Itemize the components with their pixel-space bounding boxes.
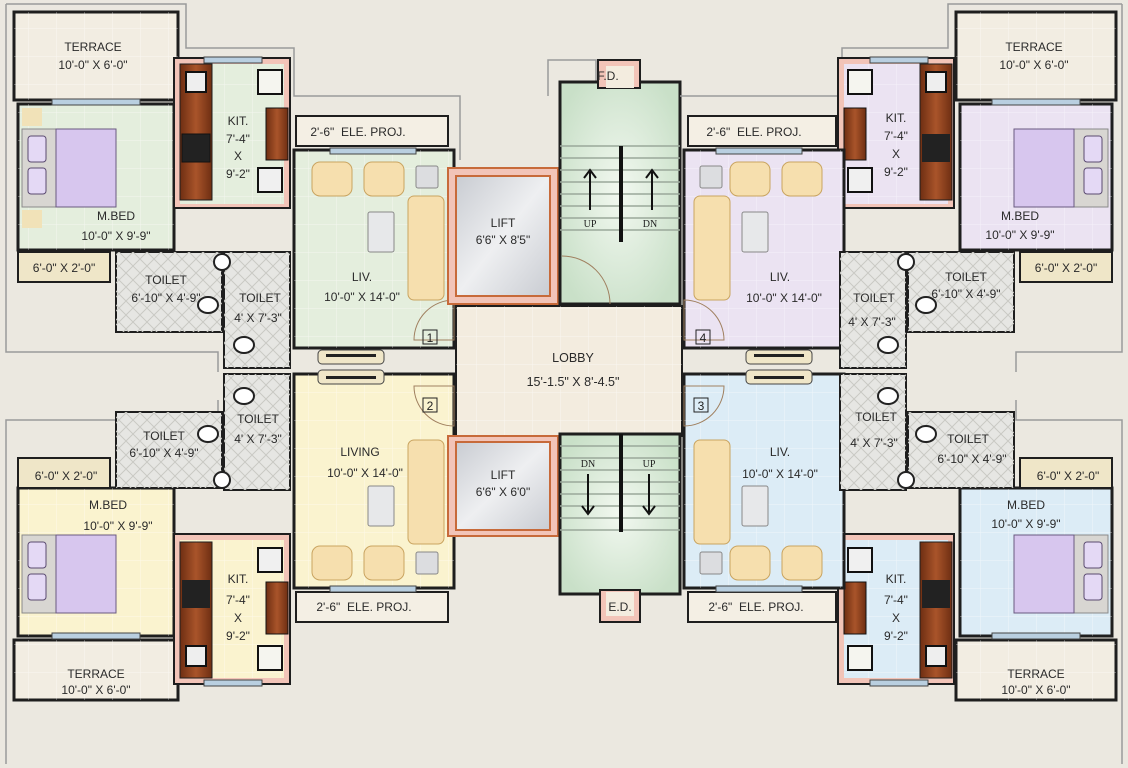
flat-2-living-dims: 10'-0" X 14'-0" <box>327 466 403 480</box>
electric-duct-label: E.D. <box>608 600 631 614</box>
flat-3-toilet-a-label: TOILET <box>947 432 989 446</box>
flat-4-balcony: 6'-0" X 2'-0" <box>1035 261 1097 275</box>
flat-4-toilet-b-dims: 4' X 7'-3" <box>848 315 896 329</box>
flat-4-number: 4 <box>700 331 707 345</box>
flat-2-terrace-dims: 10'-0" X 6'-0" <box>61 683 130 697</box>
lobby-label: LOBBY <box>552 351 594 365</box>
flat-1-balcony: 6'-0" X 2'-0" <box>33 261 95 275</box>
flat-4-toilet-a-label: TOILET <box>945 270 987 284</box>
flat-1-bedroom-dims: 10'-0" X 9'-9" <box>81 229 150 243</box>
lift-top-label: LIFT <box>491 216 516 230</box>
flat-2-number-box <box>422 397 438 413</box>
lift-top-dims: 6'6" X 8'5" <box>476 233 530 247</box>
flat-3-kitchen-x: X <box>892 611 900 625</box>
flat-4-toilet-a-dims: 6'-10" X 4'-9" <box>931 287 1000 301</box>
flat-3-living-label: LIV. <box>770 445 790 459</box>
flat-4-kitchen-w: 7'-4" <box>884 129 908 143</box>
flat-4-living-label: LIV. <box>770 270 790 284</box>
flat-4-terrace-label: TERRACE <box>1005 40 1062 54</box>
flat-3-bedroom-dims: 10'-0" X 9'-9" <box>991 517 1060 531</box>
flat-3-terrace-dims: 10'-0" X 6'-0" <box>1001 683 1070 697</box>
flat-2 <box>5 369 456 764</box>
flat-1-kitchen-label: KIT. <box>228 114 249 128</box>
flat-3 <box>682 369 1123 764</box>
stair-bottom-up: UP <box>643 459 656 470</box>
flat-4-bedroom-label: M.BED <box>1001 209 1039 223</box>
stair-top-dn: DN <box>643 219 657 230</box>
flat-1-kitchen-w: 7'-4" <box>226 132 250 146</box>
flat-4-kitchen-x: X <box>892 147 900 161</box>
flat-3-kitchen-label: KIT. <box>886 572 907 586</box>
flat-2-toilet-a-label: TOILET <box>143 429 185 443</box>
flat-2-bedroom-label: M.BED <box>89 498 127 512</box>
lift-bottom-label: LIFT <box>491 468 516 482</box>
flat-2-living-label: LIVING <box>340 445 379 459</box>
flat-3-kitchen-h: 9'-2" <box>884 629 908 643</box>
flat-2-number: 2 <box>427 399 434 413</box>
flat-1-terrace-label: TERRACE <box>64 40 121 54</box>
flat-3-number-box <box>693 397 709 413</box>
flat-3-toilet-a-dims: 6'-10" X 4'-9" <box>937 452 1006 466</box>
core <box>447 59 683 623</box>
flat-3-terrace-label: TERRACE <box>1007 667 1064 681</box>
flat-3-ele-proj: 2'-6" ELE. PROJ. <box>708 600 803 614</box>
flat-1-toilet-b-label: TOILET <box>239 291 281 305</box>
flat-1-toilet-a-label: TOILET <box>145 273 187 287</box>
stair-top-up: UP <box>584 219 597 230</box>
flat-4-number-box <box>695 329 711 345</box>
flat-3-toilet-b-dims: 4' X 7'-3" <box>850 436 898 450</box>
flat-3-kitchen-w: 7'-4" <box>884 593 908 607</box>
flat-1-living-label: LIV. <box>352 270 372 284</box>
flat-2-bedroom-dims: 10'-0" X 9'-9" <box>83 519 152 533</box>
flat-1-bedroom-label: M.BED <box>97 209 135 223</box>
flat-4 <box>680 3 1123 372</box>
flat-2-kitchen-w: 7'-4" <box>226 593 250 607</box>
lift-bottom-dims: 6'6" X 6'0" <box>476 485 530 499</box>
flat-1 <box>5 3 461 372</box>
stair-bottom-dn: DN <box>581 459 595 470</box>
flat-2-toilet-b-dims: 4' X 7'-3" <box>234 432 282 446</box>
flat-1-toilet-b-dims: 4' X 7'-3" <box>234 311 282 325</box>
fire-duct-label: F.D. <box>597 69 618 83</box>
flat-1-terrace-dims: 10'-0" X 6'-0" <box>58 58 127 72</box>
flat-2-ele-proj: 2'-6" ELE. PROJ. <box>316 600 411 614</box>
flat-4-toilet-b-label: TOILET <box>853 291 895 305</box>
flat-3-toilet-b-label: TOILET <box>855 410 897 424</box>
flat-1-kitchen-h: 9'-2" <box>226 167 250 181</box>
flat-1-toilet-a-dims: 6'-10" X 4'-9" <box>131 291 200 305</box>
flat-3-living-dims: 10'-0" X 14'-0" <box>742 467 818 481</box>
flat-1-living-dims: 10'-0" X 14'-0" <box>324 290 400 304</box>
flat-1-kitchen-x: X <box>234 149 242 163</box>
flat-4-ele-proj: 2'-6" ELE. PROJ. <box>706 125 801 139</box>
flat-2-toilet-b-label: TOILET <box>237 412 279 426</box>
flat-3-bedroom-label: M.BED <box>1007 498 1045 512</box>
flat-1-ele-proj: 2'-6" ELE. PROJ. <box>310 125 405 139</box>
flat-1-number-box <box>422 329 438 345</box>
flat-3-number: 3 <box>698 399 705 413</box>
flat-2-toilet-a-dims: 6'-10" X 4'-9" <box>129 446 198 460</box>
flat-4-bedroom-dims: 10'-0" X 9'-9" <box>985 228 1054 242</box>
lobby-dims: 15'-1.5" X 8'-4.5" <box>527 375 620 389</box>
flat-4-kitchen-label: KIT. <box>886 111 907 125</box>
flat-4-kitchen-h: 9'-2" <box>884 165 908 179</box>
flat-2-kitchen-x: X <box>234 611 242 625</box>
flat-4-terrace-dims: 10'-0" X 6'-0" <box>999 58 1068 72</box>
labels: F.D. E.D. LIFT 6'6" X 8'5" LIFT 6'6" X 6… <box>33 40 1099 697</box>
flat-2-kitchen-label: KIT. <box>228 572 249 586</box>
flat-2-balcony: 6'-0" X 2'-0" <box>35 469 97 483</box>
flat-4-living-dims: 10'-0" X 14'-0" <box>746 291 822 305</box>
flat-2-kitchen-h: 9'-2" <box>226 629 250 643</box>
flat-2-terrace-label: TERRACE <box>67 667 124 681</box>
flat-3-balcony: 6'-0" X 2'-0" <box>1037 469 1099 483</box>
flat-1-number: 1 <box>427 331 434 345</box>
